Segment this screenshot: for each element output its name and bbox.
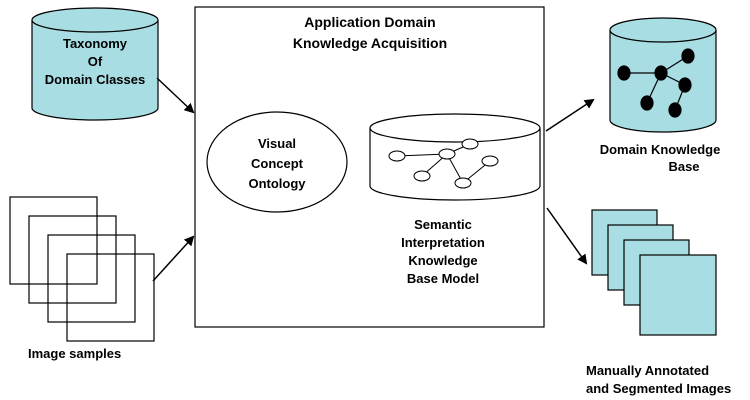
semantic-label-line-4: Base Model — [407, 271, 479, 286]
main-box-title-line-2: Knowledge Acquisition — [293, 35, 447, 51]
arrow-main-to-annotated — [546, 207, 588, 265]
image-frame-1 — [9, 196, 98, 285]
annotated-label-line-2: and Segmented Images — [586, 381, 731, 396]
taxonomy-label-line-2: Of — [88, 54, 103, 69]
semantic-graph — [388, 138, 499, 189]
arrows — [152, 77, 595, 282]
domain-kb-cylinder — [609, 17, 717, 133]
annotated-images-stack — [591, 209, 717, 336]
ontology-label-line-3: Ontology — [248, 176, 306, 191]
image-frame-3 — [47, 234, 136, 323]
ontology-ellipse: Visual Concept Ontology — [206, 111, 348, 213]
domain-kb-label-line-2: Base — [668, 159, 699, 174]
image-samples-label: Image samples — [28, 346, 121, 361]
semantic-label-line-3: Knowledge — [408, 253, 477, 268]
taxonomy-cylinder: Taxonomy Of Domain Classes — [31, 7, 159, 121]
arrow-main-to-domain-kb — [545, 98, 595, 132]
taxonomy-label-line-3: Domain Classes — [45, 72, 145, 87]
ontology-label-line-1: Visual — [258, 136, 296, 151]
annotated-label-line-1: Manually Annotated — [586, 363, 709, 378]
domain-kb-label-line-1: Domain Knowledge — [600, 142, 721, 157]
image-samples-stack — [9, 196, 155, 342]
ontology-label-line-2: Concept — [251, 156, 304, 171]
semantic-label-line-2: Interpretation — [401, 235, 485, 250]
arrow-samples-to-main — [152, 235, 195, 282]
image-frame-4 — [66, 253, 155, 342]
semantic-label-line-1: Semantic — [414, 217, 472, 232]
main-box-title-line-1: Application Domain — [304, 14, 435, 30]
domain-kb-graph — [617, 48, 695, 118]
image-frame-2 — [28, 215, 117, 304]
annotated-image-4 — [639, 254, 717, 336]
arrow-taxonomy-to-main — [156, 77, 195, 114]
taxonomy-label-line-1: Taxonomy — [63, 36, 128, 51]
semantic-model-cylinder — [369, 113, 541, 201]
